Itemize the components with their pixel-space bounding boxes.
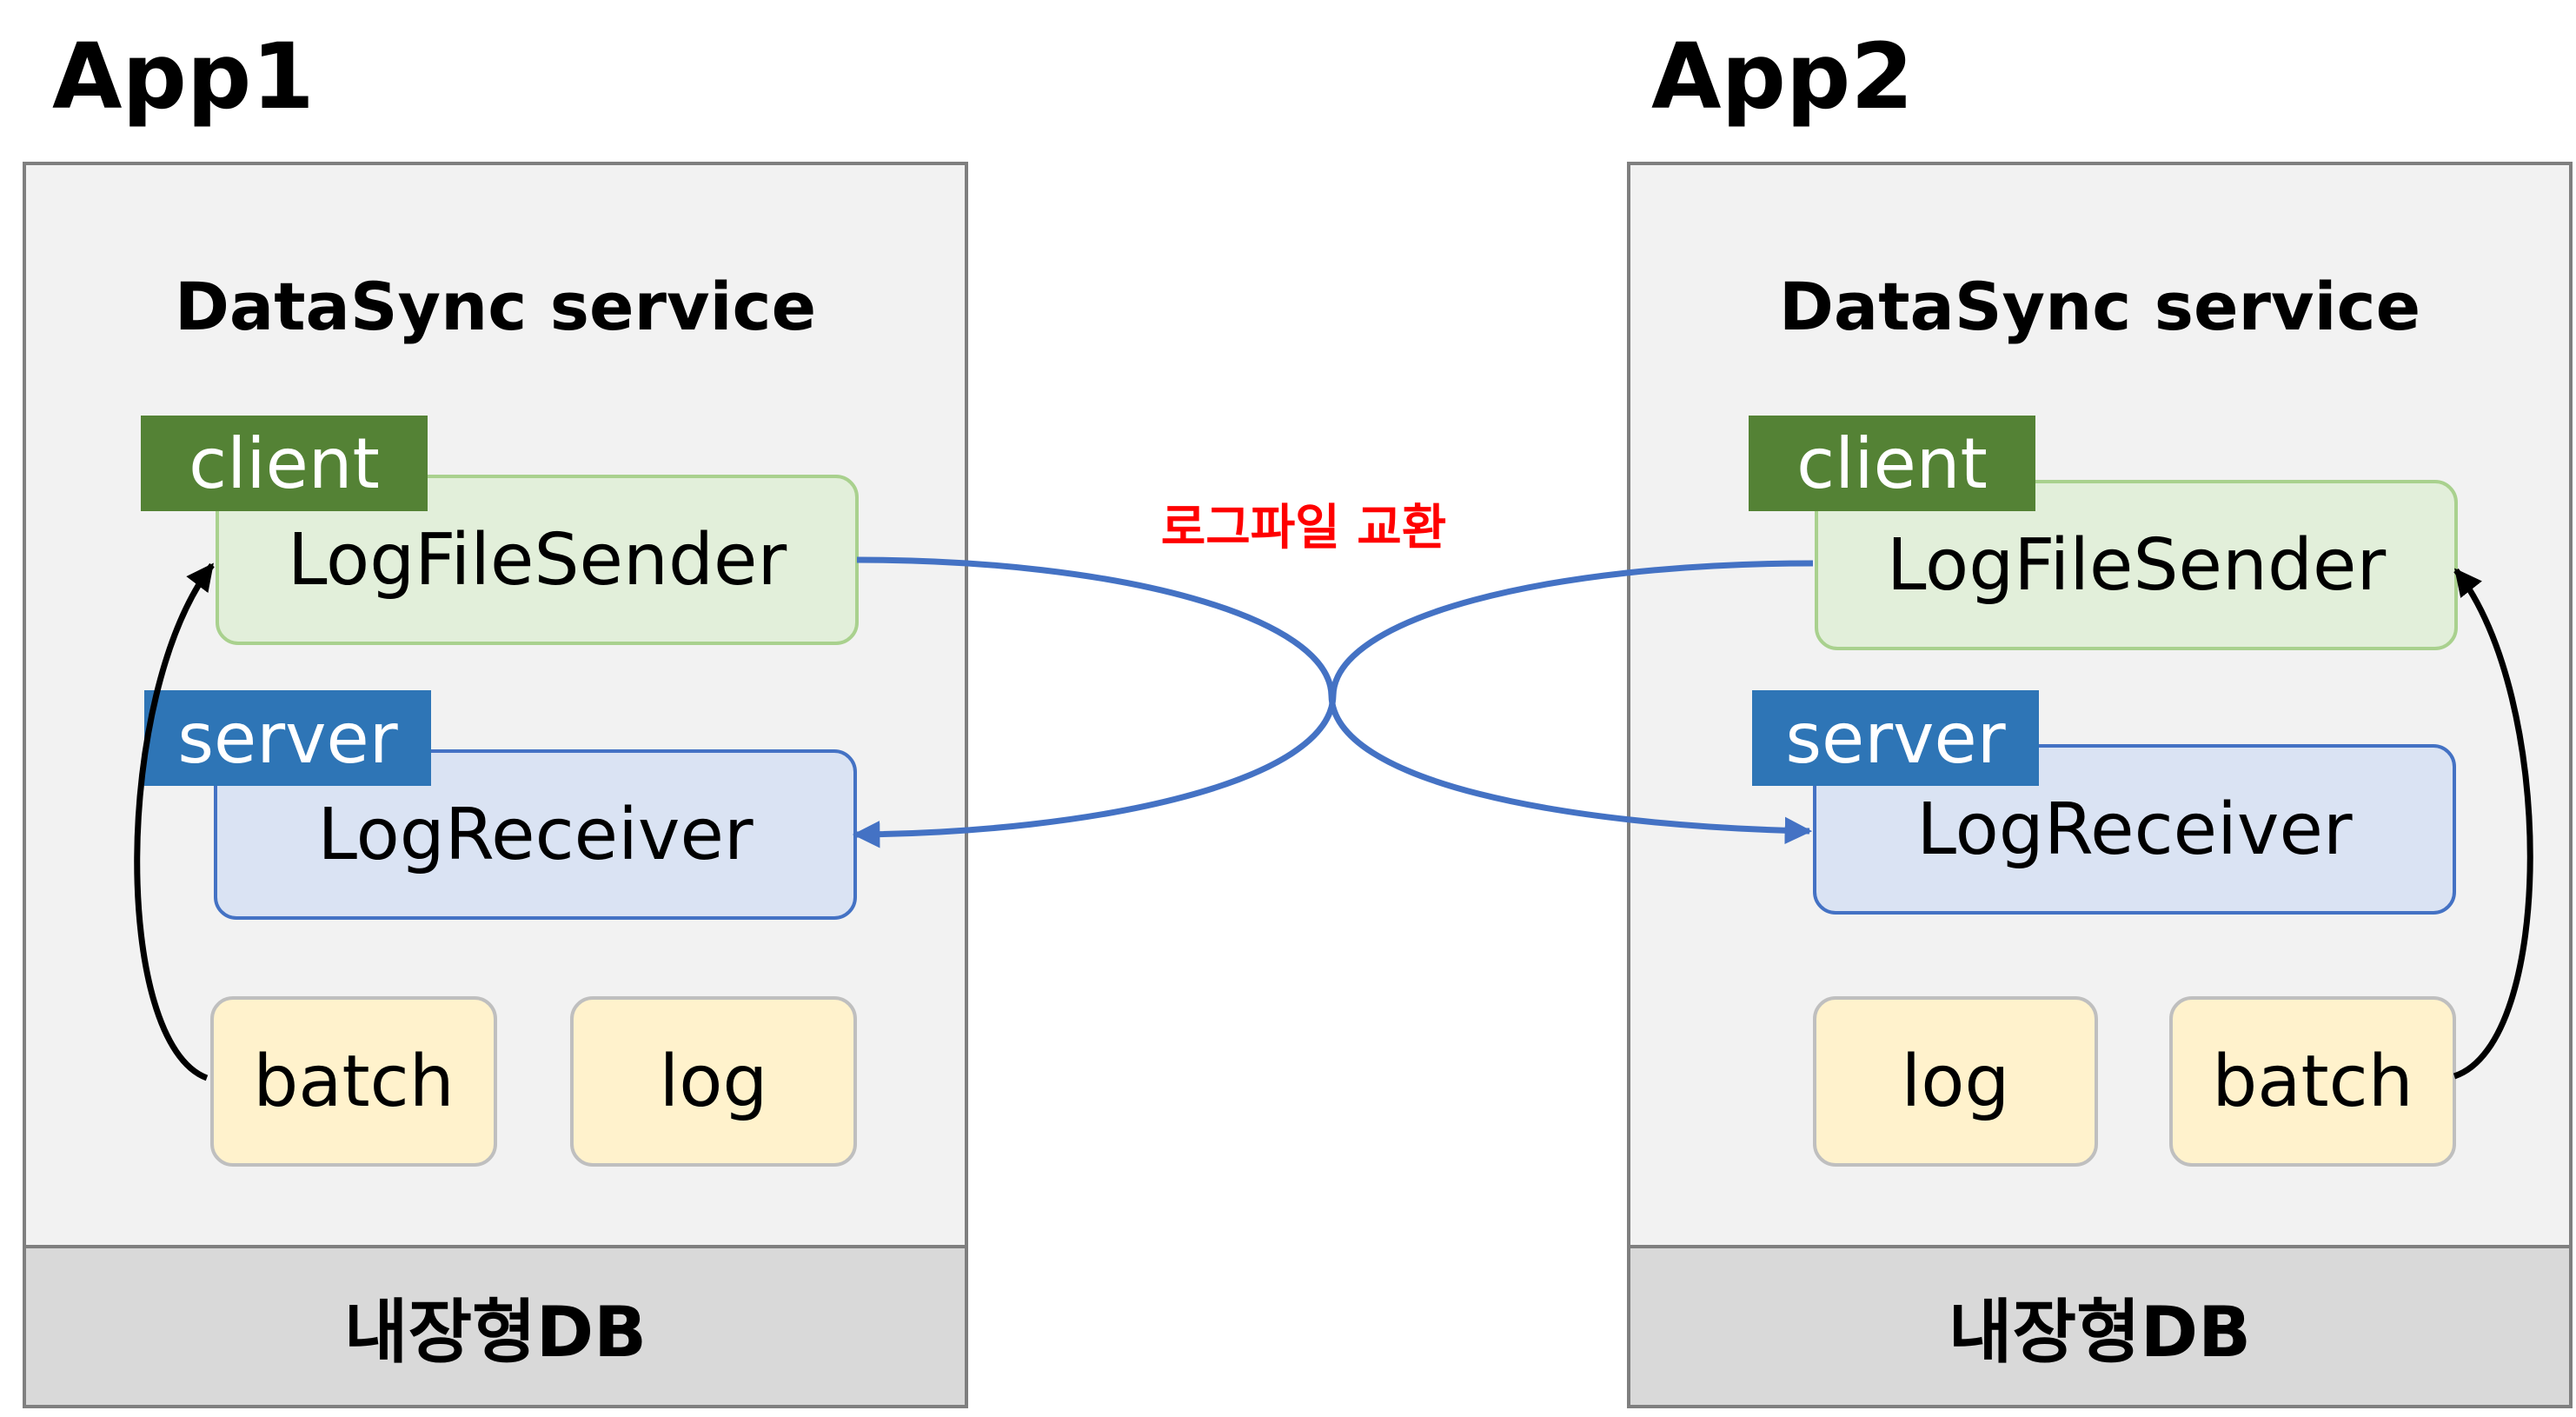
app1-log-label: log [659, 1040, 768, 1123]
app1-log-receiver: LogReceiver [214, 749, 857, 920]
app1-embedded-db: 내장형DB [26, 1245, 965, 1405]
app1-log-file-sender-label: LogFileSender [287, 518, 787, 602]
app1-log-receiver-label: LogReceiver [317, 793, 754, 876]
app1-log-box: log [570, 996, 857, 1167]
app1-batch-label: batch [253, 1040, 455, 1123]
app2-client-tag: client [1749, 416, 2035, 511]
app1-batch-to-sender-arrow [134, 562, 215, 1081]
app1-server-tag: server [144, 690, 431, 786]
app1-service-title: DataSync service [174, 268, 817, 345]
app2-container: DataSync service LogFileSender client Lo… [1627, 162, 2573, 1408]
app2-log-label: log [1901, 1040, 2010, 1123]
app2-batch-box: batch [2169, 996, 2456, 1167]
app1-batch-box: batch [210, 996, 497, 1167]
app2-title: App2 [1651, 23, 1914, 130]
app1-client-tag: client [141, 416, 428, 511]
app2-batch-label: batch [2212, 1040, 2413, 1123]
app2-log-box: log [1813, 996, 2098, 1167]
app1-title: App1 [52, 23, 315, 130]
app2-embedded-db: 내장형DB [1630, 1245, 2569, 1405]
app2-to-app1-exchange-line [852, 560, 1814, 848]
app2-batch-to-sender-arrow [2453, 568, 2533, 1080]
log-exchange-label: 로그파일 교환 [1160, 500, 1447, 556]
app1-container: DataSync service LogFileSender client Lo… [23, 162, 968, 1408]
app2-log-file-sender-label: LogFileSender [1886, 523, 2387, 607]
app2-server-tag: server [1752, 690, 2039, 786]
app2-log-receiver-label: LogReceiver [1916, 788, 2353, 871]
app2-service-title: DataSync service [1778, 268, 2421, 345]
